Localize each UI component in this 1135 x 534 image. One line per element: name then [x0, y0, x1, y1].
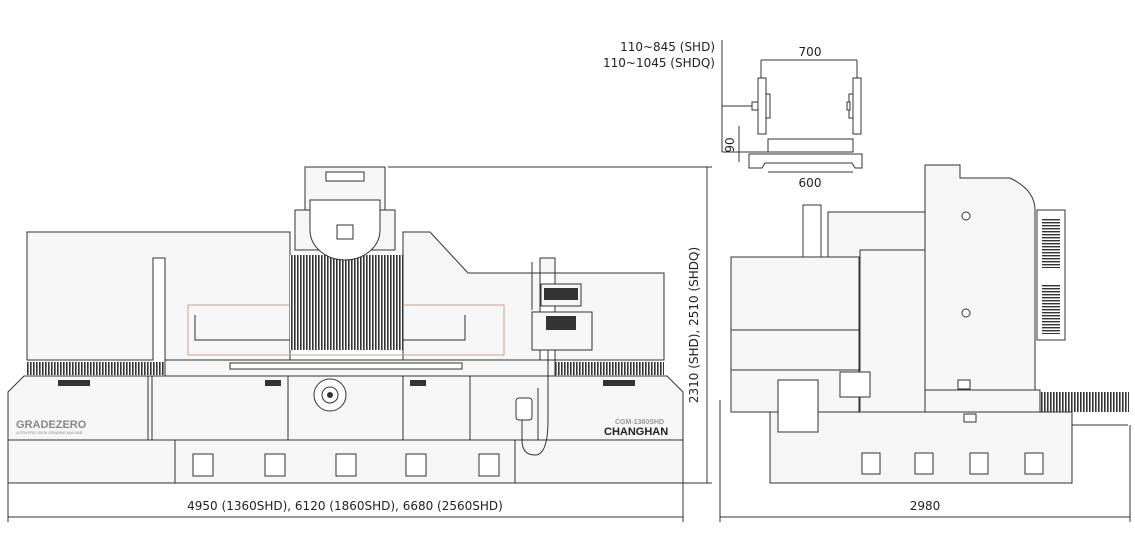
side-length-label: 2980	[910, 499, 941, 513]
base-pads	[174, 440, 516, 483]
side-view	[730, 164, 1129, 484]
front-dimensions: 4950 (1360SHD), 6120 (1860SHD), 6680 (25…	[7, 166, 712, 522]
side-dimensions: 2980	[719, 400, 1131, 522]
front-length-label: 4950 (1360SHD), 6120 (1860SHD), 6680 (25…	[187, 499, 503, 513]
maker-logo: CHANGHAN	[604, 426, 668, 438]
side-bellows	[1037, 392, 1129, 412]
side-base	[769, 411, 1128, 484]
front-view: GRADEZERO ULTRA PRECISION GRINDING MACHI…	[7, 166, 684, 484]
series-logo: GRADEZERO	[16, 419, 87, 431]
range-shd-label: 110~845 (SHD)	[620, 40, 715, 54]
bellows-right	[555, 362, 664, 375]
vent-upper	[1042, 218, 1060, 268]
table-height-label: 90	[723, 137, 737, 152]
base-upper	[7, 375, 684, 441]
column	[290, 255, 403, 350]
left-guard	[26, 231, 291, 361]
side-column	[924, 164, 1036, 391]
range-shdq-label: 110~1045 (SHDQ)	[603, 56, 715, 70]
series-tagline: ULTRA PRECISION GRINDING MACHINE	[16, 431, 83, 435]
front-height-label: 2310 (SHD), 2510 (SHDQ)	[687, 247, 701, 403]
bellows-left	[27, 362, 165, 375]
pendant	[515, 397, 533, 421]
table-width-label: 600	[799, 176, 822, 190]
vent-lower	[1042, 284, 1060, 334]
right-guard	[402, 231, 665, 361]
wheel-table-detail: 110~845 (SHD) 110~1045 (SHDQ) 700 90 600	[603, 40, 863, 190]
wheel-span-label: 700	[799, 45, 822, 59]
model-label: CGM-1360SHD	[615, 419, 664, 426]
